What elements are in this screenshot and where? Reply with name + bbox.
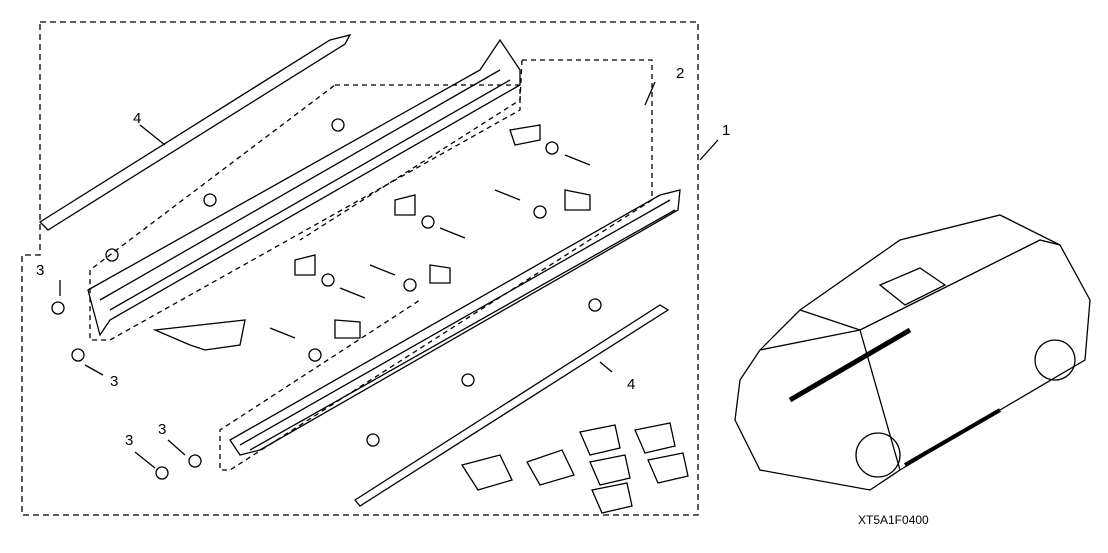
callout-2: 2 — [676, 65, 685, 82]
callout-1: 1 — [722, 122, 731, 139]
callout-4: 4 — [627, 376, 636, 393]
molding-lower — [354, 304, 670, 507]
molding-upper — [38, 34, 352, 231]
callout-4: 4 — [133, 110, 142, 127]
side-garnish-upper — [87, 38, 521, 337]
clips — [105, 118, 602, 447]
callout-3: 3 — [158, 421, 167, 438]
screws — [51, 301, 202, 480]
kit-boundary — [21, 21, 699, 516]
callout-3: 3 — [36, 262, 45, 279]
side-garnish-lower — [229, 189, 681, 456]
diagram-code: XT5A1F0400 — [858, 513, 929, 527]
vehicle-illustration — [734, 214, 1091, 491]
seal-pads — [460, 422, 689, 514]
callout-3: 3 — [125, 432, 134, 449]
callout-3: 3 — [110, 373, 119, 390]
brackets-bolts — [269, 124, 591, 362]
